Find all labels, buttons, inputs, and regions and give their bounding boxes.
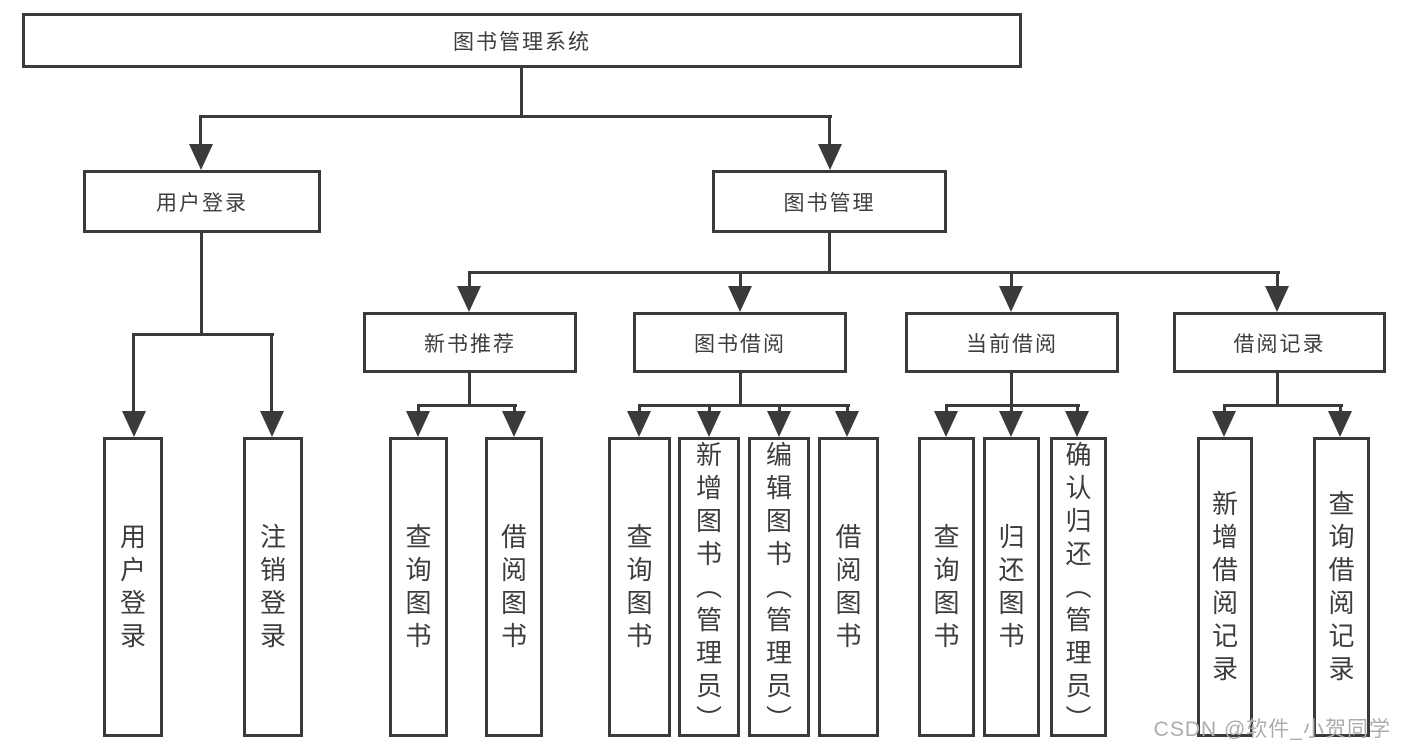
- arrowhead-down-icon: [122, 411, 146, 437]
- connector: [468, 271, 1280, 274]
- node-label: 当前借阅: [966, 332, 1058, 356]
- leaf-label: 归 还 图 书: [998, 522, 1025, 651]
- node-label: 图书管理: [783, 191, 876, 215]
- connector: [513, 404, 516, 416]
- leaf-label: 查 询 图 书: [626, 522, 653, 651]
- connector: [739, 271, 742, 291]
- connector: [468, 373, 471, 406]
- connector: [199, 115, 202, 147]
- arrowhead-down-icon: [627, 411, 651, 437]
- arrowhead-down-icon: [835, 411, 859, 437]
- connector: [270, 333, 273, 413]
- arrowhead-down-icon: [502, 411, 526, 437]
- connector: [520, 68, 523, 118]
- connector: [778, 404, 781, 416]
- connector: [1010, 404, 1013, 416]
- connector: [1223, 404, 1343, 407]
- leaf-label: 编 辑 图 书 ︵ 管 理 员 ︶: [765, 439, 792, 734]
- connector: [1223, 404, 1226, 416]
- node-book-management: 图书管理: [712, 170, 947, 233]
- connector: [1276, 373, 1279, 406]
- arrowhead-down-icon: [697, 411, 721, 437]
- connector: [945, 404, 948, 416]
- connector: [1276, 271, 1279, 291]
- node-label: 借阅记录: [1233, 332, 1326, 356]
- connector: [1010, 373, 1013, 406]
- connector: [132, 333, 135, 413]
- leaf-label: 查 询 借 阅 记 录: [1328, 489, 1355, 684]
- node-label: 图书管理系统: [453, 30, 591, 54]
- leaf-add-book-admin: 新 增 图 书 ︵ 管 理 员 ︶: [678, 437, 740, 737]
- node-label: 用户登录: [156, 191, 248, 215]
- connector: [417, 404, 517, 407]
- leaf-label: 查 询 图 书: [933, 522, 960, 651]
- leaf-query-borrow-record: 查 询 借 阅 记 录: [1313, 437, 1370, 737]
- connector: [200, 233, 203, 335]
- leaf-edit-book-admin: 编 辑 图 书 ︵ 管 理 员 ︶: [748, 437, 810, 737]
- leaf-query-books-recommend: 查 询 图 书: [389, 437, 448, 737]
- arrowhead-down-icon: [728, 286, 752, 312]
- connector: [1010, 271, 1013, 291]
- connector: [468, 271, 471, 291]
- leaf-borrow-books: 借 阅 图 书: [818, 437, 879, 737]
- leaf-borrow-books-recommend: 借 阅 图 书: [485, 437, 543, 737]
- leaf-query-books-borrow: 查 询 图 书: [608, 437, 671, 737]
- arrowhead-down-icon: [260, 411, 284, 437]
- leaf-confirm-return-admin: 确 认 归 还 ︵ 管 理 员 ︶: [1050, 437, 1107, 737]
- leaf-label: 新 增 图 书 ︵ 管 理 员 ︶: [695, 439, 722, 734]
- csdn-watermark: CSDN @软件_小贺同学: [1153, 718, 1391, 741]
- node-borrow-record: 借阅记录: [1173, 312, 1386, 373]
- leaf-label: 确 认 归 还 ︵ 管 理 员 ︶: [1065, 439, 1092, 734]
- connector: [199, 115, 832, 118]
- arrowhead-down-icon: [1065, 411, 1089, 437]
- leaf-add-borrow-record: 新 增 借 阅 记 录: [1197, 437, 1253, 737]
- leaf-logout: 注 销 登 录: [243, 437, 303, 737]
- node-user-login: 用户登录: [83, 170, 321, 233]
- node-book-borrow: 图书借阅: [633, 312, 847, 373]
- connector: [828, 233, 831, 273]
- connector: [1339, 404, 1342, 416]
- leaf-label: 借 阅 图 书: [835, 522, 862, 651]
- node-label: 图书借阅: [694, 332, 786, 356]
- node-label: 新书推荐: [424, 332, 516, 356]
- connector: [638, 404, 850, 407]
- arrowhead-down-icon: [934, 411, 958, 437]
- arrowhead-down-icon: [1265, 286, 1289, 312]
- leaf-label: 新 增 借 阅 记 录: [1211, 489, 1238, 684]
- leaf-user-login: 用 户 登 录: [103, 437, 163, 737]
- connector: [1076, 404, 1079, 416]
- arrowhead-down-icon: [1212, 411, 1236, 437]
- node-new-book-recommend: 新书推荐: [363, 312, 577, 373]
- arrowhead-down-icon: [767, 411, 791, 437]
- connector: [739, 373, 742, 406]
- leaf-label: 借 阅 图 书: [500, 522, 527, 651]
- connector: [417, 404, 420, 416]
- leaf-label: 注 销 登 录: [259, 522, 286, 651]
- leaf-label: 用 户 登 录: [119, 522, 146, 651]
- connector: [132, 333, 274, 336]
- connector: [638, 404, 641, 416]
- connector: [708, 404, 711, 416]
- leaf-label: 查 询 图 书: [405, 522, 432, 651]
- leaf-return-book: 归 还 图 书: [983, 437, 1040, 737]
- arrowhead-down-icon: [1328, 411, 1352, 437]
- node-root-system: 图书管理系统: [22, 13, 1022, 68]
- arrowhead-down-icon: [999, 286, 1023, 312]
- leaf-query-books-current: 查 询 图 书: [918, 437, 975, 737]
- arrowhead-down-icon: [189, 144, 213, 170]
- arrowhead-down-icon: [406, 411, 430, 437]
- node-current-borrow: 当前借阅: [905, 312, 1119, 373]
- arrowhead-down-icon: [818, 144, 842, 170]
- arrowhead-down-icon: [999, 411, 1023, 437]
- connector: [846, 404, 849, 416]
- arrowhead-down-icon: [457, 286, 481, 312]
- connector: [828, 115, 831, 147]
